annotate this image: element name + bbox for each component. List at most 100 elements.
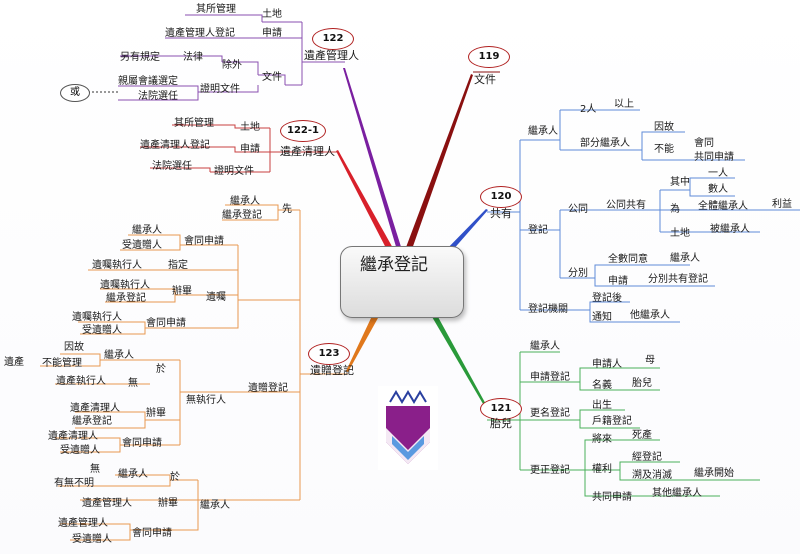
node-agree[interactable]: 會同 — [694, 138, 714, 149]
node-rights[interactable]: 權利 — [592, 464, 612, 475]
node-doc-119[interactable]: 文件 — [474, 73, 496, 86]
node-or[interactable]: 或 — [60, 84, 90, 102]
node-apply[interactable]: 申請 — [262, 28, 282, 39]
node-co-own[interactable]: 共有 — [490, 207, 512, 220]
node-office[interactable]: 登記機關 — [528, 304, 568, 315]
node-at[interactable]: 於 — [156, 364, 166, 375]
node-joint-apply[interactable]: 共同申請 — [694, 152, 734, 163]
node-fetus[interactable]: 胎兒 — [490, 417, 512, 430]
node-bequest[interactable]: 遺贈登記 — [310, 364, 354, 377]
node-two[interactable]: 2人 — [580, 104, 597, 115]
node-designate[interactable]: 指定 — [168, 260, 188, 271]
node-bq-none2[interactable]: 無 — [90, 464, 100, 475]
node-executor3[interactable]: 遺囑執行人 — [72, 312, 122, 323]
node-estate-clearer[interactable]: 遺產清理人 — [280, 145, 335, 158]
node-bq-heir3[interactable]: 繼承人 — [104, 350, 134, 361]
node-admin-reg[interactable]: 遺產管理人登記 — [165, 28, 235, 39]
node-common-own[interactable]: 公同共有 — [606, 200, 646, 211]
node-law[interactable]: 法律 — [183, 52, 203, 63]
bubble-121[interactable]: 121 — [480, 398, 522, 420]
node-above[interactable]: 以上 — [614, 99, 634, 110]
node-bq-legatee[interactable]: 受遺贈人 — [122, 240, 162, 251]
node-for[interactable]: 為 — [670, 204, 680, 215]
node-bq-legatee2[interactable]: 受遺贈人 — [82, 325, 122, 336]
node-future[interactable]: 將來 — [592, 434, 612, 445]
node-clear-reg[interactable]: 遺產清理人登記 — [140, 140, 210, 151]
node-correct-reg[interactable]: 更正登記 — [530, 465, 570, 476]
node-cannot[interactable]: 不能 — [654, 144, 674, 155]
node-bq-heir2[interactable]: 繼承人 — [132, 225, 162, 236]
node-bq-admin2[interactable]: 遺產管理人 — [58, 518, 108, 529]
node-court[interactable]: 法院選任 — [138, 91, 178, 102]
node-bq-joint4[interactable]: 會同申請 — [132, 528, 172, 539]
node-mother[interactable]: 母 — [645, 355, 655, 366]
node-after-reg[interactable]: 登記後 — [592, 293, 622, 304]
node-executor4[interactable]: 遺產執行人 — [56, 376, 106, 387]
node-handle3[interactable]: 辦畢 — [158, 498, 178, 509]
node-except[interactable]: 除外 — [222, 60, 242, 71]
node-doc[interactable]: 文件 — [262, 72, 282, 83]
node-bq-heir-reg3[interactable]: 繼承登記 — [72, 416, 112, 427]
node-benefit[interactable]: 利益 — [772, 199, 792, 210]
node-other-mgmt[interactable]: 其所管理 — [196, 4, 236, 15]
node-rename-reg[interactable]: 更名登記 — [530, 408, 570, 419]
node-at2[interactable]: 於 — [170, 472, 180, 483]
node-bq-heir5[interactable]: 繼承人 — [118, 469, 148, 480]
bubble-122-1[interactable]: 122-1 — [280, 120, 326, 142]
bubble-119[interactable]: 119 — [468, 46, 510, 68]
node-notify[interactable]: 通知 — [592, 312, 612, 323]
node-clear-land[interactable]: 土地 — [240, 122, 260, 133]
node-stillborn[interactable]: 死產 — [632, 430, 652, 441]
node-one[interactable]: 一人 — [708, 168, 728, 179]
node-all-agree[interactable]: 全數同意 — [608, 254, 648, 265]
node-retro[interactable]: 溯及消滅 — [632, 470, 672, 481]
node-co-heir[interactable]: 繼承人 — [528, 126, 558, 137]
node-sep-reg[interactable]: 分別共有登記 — [648, 274, 708, 285]
node-executor[interactable]: 遺囑執行人 — [92, 260, 142, 271]
node-cause[interactable]: 因故 — [654, 122, 674, 133]
node-household[interactable]: 戶籍登記 — [592, 416, 632, 427]
node-bequest-reg[interactable]: 遺贈登記 — [248, 383, 288, 394]
node-bq-heir4[interactable]: 繼承人 — [200, 500, 230, 511]
node-name-as[interactable]: 名義 — [592, 380, 612, 391]
node-clear-other-mgmt[interactable]: 其所管理 — [174, 118, 214, 129]
node-bq-joint2[interactable]: 會同申請 — [146, 318, 186, 329]
bubble-123[interactable]: 123 — [308, 343, 350, 365]
node-will[interactable]: 遺囑 — [206, 292, 226, 303]
node-proof[interactable]: 證明文件 — [200, 84, 240, 95]
node-among[interactable]: 其中 — [670, 177, 690, 188]
node-several[interactable]: 數人 — [708, 184, 728, 195]
node-fetus-apply-reg[interactable]: 申請登記 — [530, 372, 570, 383]
bubble-120[interactable]: 120 — [480, 186, 522, 208]
node-heirs-of[interactable]: 被繼承人 — [710, 224, 750, 235]
bubble-122[interactable]: 122 — [312, 28, 354, 50]
node-estate-admin[interactable]: 遺產管理人 — [304, 49, 359, 62]
node-bq-heir[interactable]: 繼承人 — [230, 196, 260, 207]
node-executor2[interactable]: 遺囑執行人 — [100, 280, 150, 291]
node-clearer[interactable]: 遺產清理人 — [70, 403, 120, 414]
node-clear-apply[interactable]: 申請 — [240, 144, 260, 155]
node-bq-cause[interactable]: 因故 — [64, 342, 84, 353]
node-clearer2[interactable]: 遺產清理人 — [48, 431, 98, 442]
node-partial[interactable]: 部分繼承人 — [580, 138, 630, 149]
node-bq-joint[interactable]: 會同申請 — [184, 236, 224, 247]
center-node[interactable] — [340, 246, 464, 318]
node-first[interactable]: 先 — [282, 204, 292, 215]
node-all-heirs[interactable]: 全體繼承人 — [698, 201, 748, 212]
node-clear-proof[interactable]: 證明文件 — [214, 166, 254, 177]
node-applicant[interactable]: 申請人 — [592, 359, 622, 370]
node-born[interactable]: 出生 — [592, 400, 612, 411]
node-handle[interactable]: 辦畢 — [172, 286, 192, 297]
node-co-apply[interactable]: 申請 — [608, 276, 628, 287]
node-common[interactable]: 公同 — [568, 204, 588, 215]
node-land-120[interactable]: 土地 — [670, 228, 690, 239]
node-other-heirs-120[interactable]: 他繼承人 — [630, 310, 670, 321]
node-bq-legatee4[interactable]: 受遺贈人 — [72, 534, 112, 545]
node-land[interactable]: 土地 — [262, 9, 282, 20]
node-estate[interactable]: 遺產 — [4, 357, 24, 368]
node-kin-meeting[interactable]: 親屬會議選定 — [118, 76, 178, 87]
node-handle2[interactable]: 辦畢 — [146, 408, 166, 419]
node-bq-admin[interactable]: 遺產管理人 — [82, 498, 132, 509]
node-no-executor[interactable]: 無執行人 — [186, 395, 226, 406]
node-inherit-start[interactable]: 繼承開始 — [694, 468, 734, 479]
